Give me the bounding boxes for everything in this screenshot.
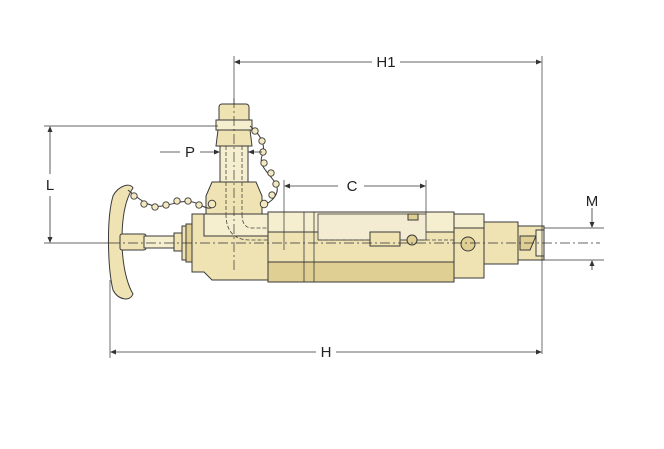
dimension-m-label: M [586,193,599,210]
bonnet [181,213,269,281]
dimension-p-label: P [185,144,195,161]
dimension-p: P [160,144,262,161]
t-handle [108,184,183,300]
dimension-h-label: H [321,344,332,361]
center-lines [110,98,600,270]
dimension-m: M [544,193,604,270]
dimension-l: L [44,125,218,244]
main-barrel [267,211,455,283]
poppet-housing [453,213,545,279]
dimension-h1-label: H1 [376,54,395,71]
dimension-c-label: C [347,178,358,195]
dimension-h1: H1 [233,54,543,354]
dimension-c: C [283,178,427,250]
dimension-l-label: L [46,177,54,194]
valve-assembly [108,103,545,300]
dust-cap-chain [127,125,280,211]
dimension-h: H [109,280,542,361]
